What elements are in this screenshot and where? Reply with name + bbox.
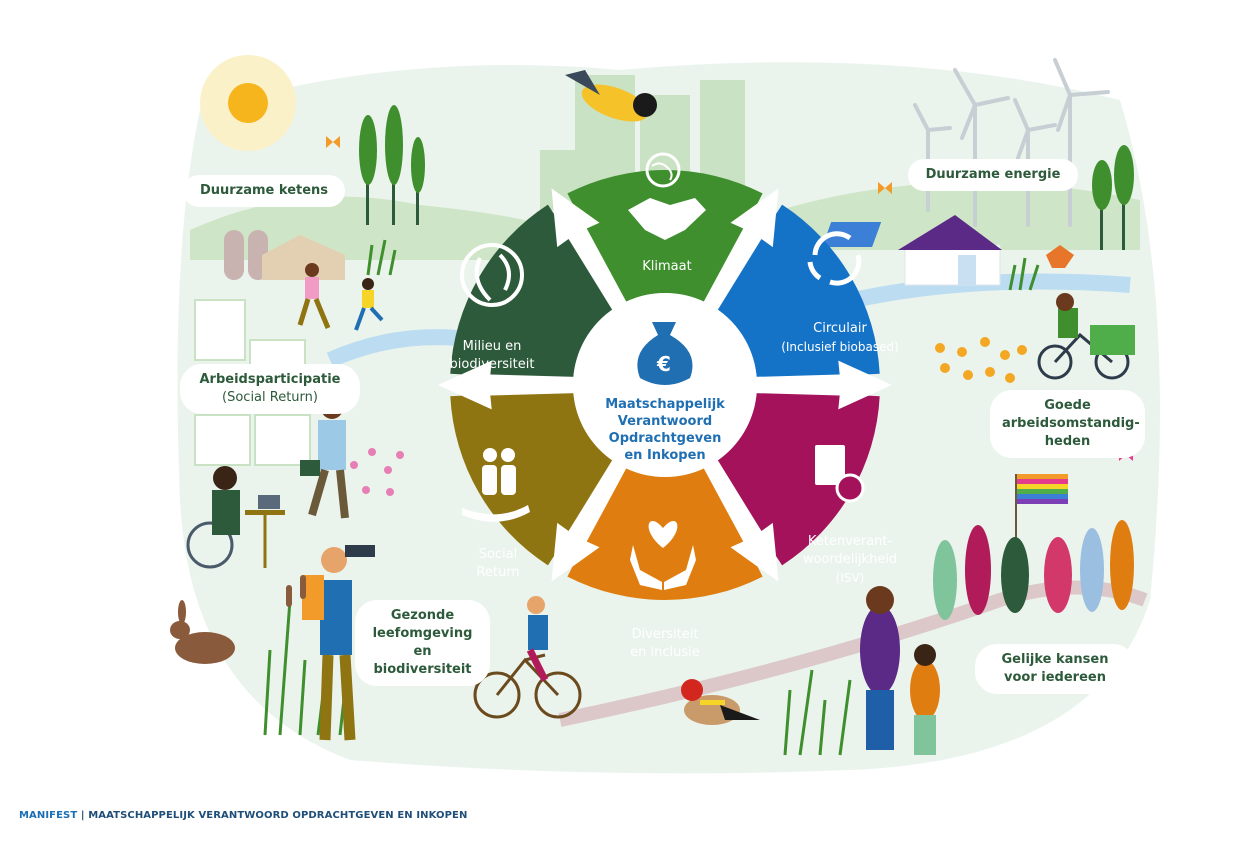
label-gezonde-leefomgeving: Gezonde leefomgeving en biodiversiteit xyxy=(355,600,490,686)
fox xyxy=(1046,245,1074,268)
people-group-right xyxy=(933,474,1134,620)
keten-sublabel: (ISV) xyxy=(835,571,865,585)
label-duurzame-ketens: Duurzame ketens xyxy=(183,175,345,207)
social-label: Social Return xyxy=(476,547,520,580)
segment-ketenverantwoordelijkheid xyxy=(715,389,880,566)
footer: MANIFEST | MAATSCHAPPELIJK VERANTWOORD O… xyxy=(19,810,467,821)
people-hand-icon xyxy=(462,448,530,522)
hill-left xyxy=(190,196,560,260)
segment-label-klimaat: Klimaat xyxy=(597,258,737,276)
solar-house xyxy=(822,215,1002,286)
globe-leaf-icon xyxy=(460,243,524,307)
segment-label-circulair: Circulair (Inclusief biobased) xyxy=(770,320,910,356)
wheel-arrow xyxy=(438,360,576,410)
bird-top xyxy=(565,70,657,122)
people-family-bottom xyxy=(860,586,940,755)
wheel-arrow xyxy=(551,188,628,312)
wheel-arrow xyxy=(702,458,779,582)
segment-circulair xyxy=(715,204,880,381)
flower-field xyxy=(935,337,1027,383)
segment-social-return xyxy=(450,389,615,566)
handshake-globe-icon xyxy=(628,152,706,240)
circulair-label: Circulair xyxy=(813,321,867,336)
segment-label-milieu: Milieu en biodiversiteit xyxy=(422,320,562,374)
wheel-arrows xyxy=(438,188,892,582)
segment-milieu-en-biodiversiteit xyxy=(450,204,615,381)
segment-label-diversiteit: Diversiteit en inclusie xyxy=(595,608,735,662)
euro-moneybag-icon: € xyxy=(637,322,693,385)
label-gelijke-kansen: Gelijke kansen voor iedereen xyxy=(975,644,1135,694)
segment-label-social: Social Return xyxy=(428,528,568,582)
arbeidsparticipatie-sub: (Social Return) xyxy=(222,390,318,405)
trees-right xyxy=(1092,145,1134,250)
runners xyxy=(297,263,384,331)
label-arbeidsparticipatie: Arbeidsparticipatie (Social Return) xyxy=(180,364,360,414)
label-goede-arbeidsomstandigheden: Goede arbeidsomstandig- heden xyxy=(990,390,1145,458)
wheel-arrow xyxy=(754,360,892,410)
segment-label-keten: Ketenverant- woordelijkheid (ISV) xyxy=(780,515,920,605)
klimaat-label: Klimaat xyxy=(642,259,692,274)
birdwatcher xyxy=(302,545,375,741)
rabbit xyxy=(170,600,235,664)
center-title: Maatschappelijk Verantwoord Opdrachtgeve… xyxy=(605,397,725,463)
bird-goldfinch xyxy=(681,679,760,725)
office-buildings xyxy=(194,299,311,466)
diversiteit-label: Diversiteit en inclusie xyxy=(630,627,700,660)
grass-tufts xyxy=(263,239,1040,756)
svg-text:€: € xyxy=(656,352,671,376)
cattails xyxy=(286,575,306,607)
trees-left xyxy=(359,105,425,225)
wheel-arrow xyxy=(551,458,628,582)
keten-label: Ketenverant- woordelijkheid xyxy=(802,534,898,567)
circulair-sublabel: (Inclusief biobased) xyxy=(781,340,899,354)
milieu-label: Milieu en biodiversiteit xyxy=(449,339,535,372)
document-globe-icon xyxy=(815,445,865,503)
footer-title: MAATSCHAPPELIJK VERANTWOORD OPDRACHTGEVE… xyxy=(88,810,468,821)
heart-hands-icon xyxy=(630,520,696,590)
wheel-arrow xyxy=(702,188,779,312)
sun-icon xyxy=(200,55,296,151)
pink-flowers xyxy=(350,448,404,496)
footer-separator: | xyxy=(77,810,89,821)
cyclist-rider-bottom xyxy=(526,596,549,682)
label-duurzame-energie: Duurzame energie xyxy=(908,159,1078,191)
farm-silos xyxy=(224,230,345,280)
cargo-box xyxy=(1090,325,1135,355)
footer-brand: MANIFEST xyxy=(19,810,78,821)
recycle-arrows-icon xyxy=(807,231,862,286)
wheelchair-user xyxy=(186,466,285,569)
arbeidsparticipatie-text: Arbeidsparticipatie xyxy=(199,372,341,387)
cyclist-rider-right xyxy=(1056,293,1078,338)
